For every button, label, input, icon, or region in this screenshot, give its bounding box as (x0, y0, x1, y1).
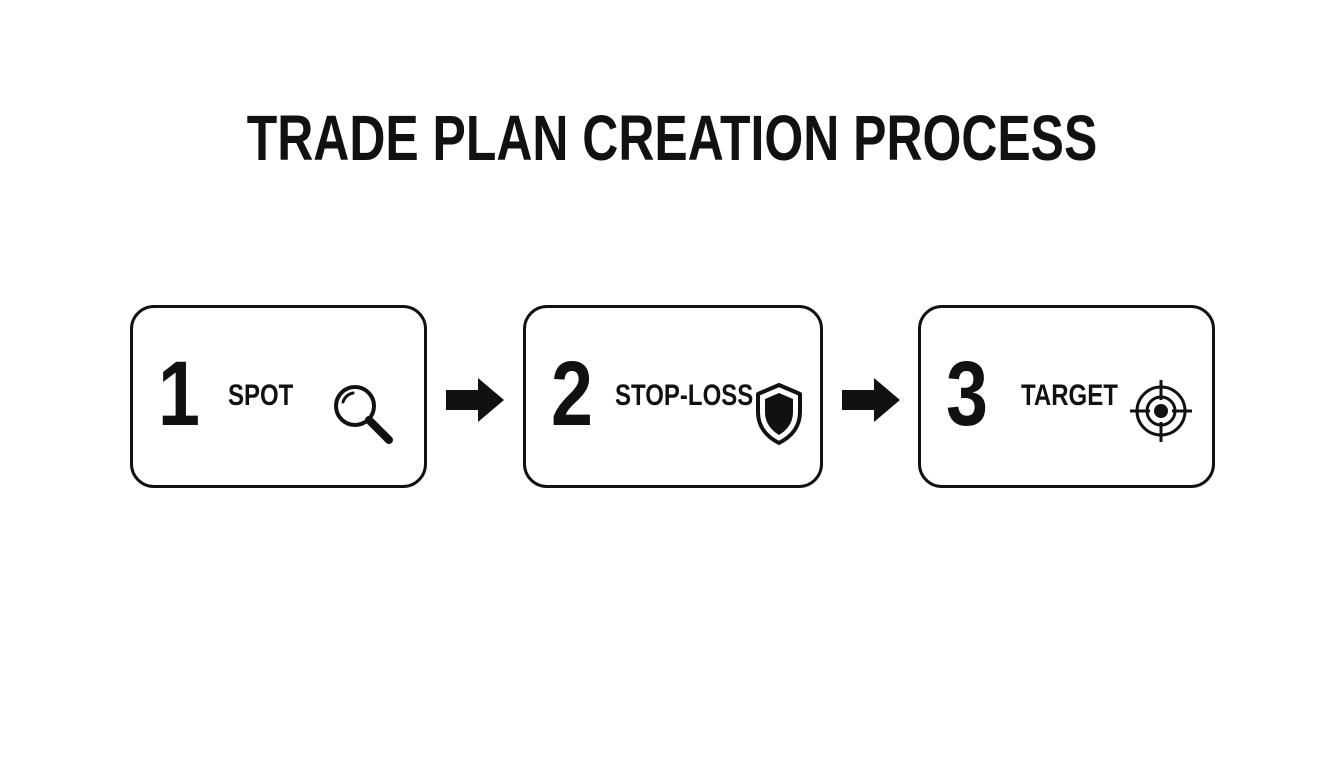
step-label: STOP-LOSS (615, 379, 754, 412)
diagram-title: TRADE PLAN CREATION PROCESS (246, 102, 1098, 174)
right-arrow-icon (446, 378, 504, 422)
step-box-stop-loss: 2 STOP-LOSS (523, 305, 823, 488)
step-number: 2 (551, 343, 593, 445)
step-box-target: 3 TARGET (918, 305, 1215, 488)
shield-icon (756, 383, 802, 445)
step-number: 1 (158, 343, 200, 445)
step-box-spot: 1 SPOT (130, 305, 427, 488)
step-label: TARGET (1021, 379, 1118, 412)
step-number: 3 (946, 343, 988, 445)
crosshair-target-icon (1130, 380, 1192, 442)
step-label: SPOT (228, 379, 294, 412)
right-arrow-icon (842, 378, 900, 422)
magnifying-glass-icon (334, 385, 393, 444)
